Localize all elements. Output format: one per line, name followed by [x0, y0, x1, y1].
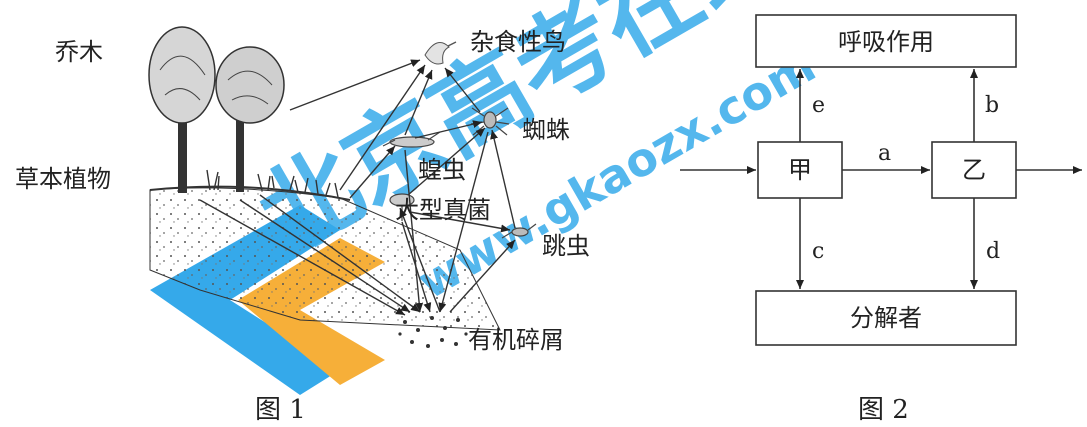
aphid-icon	[382, 131, 441, 148]
figure-2: 呼吸作用 甲 乙 分解者 a b c d e 图 2	[680, 14, 1082, 425]
label-springtail: 跳虫	[542, 232, 590, 260]
label-detritus: 有机碎屑	[468, 326, 564, 354]
arrow-label-a: a	[878, 141, 891, 166]
label-fungus: 大型真菌	[395, 196, 491, 224]
box-jia-label: 甲	[788, 156, 812, 184]
box-decomposer-label: 分解者	[850, 304, 922, 332]
box-yi	[931, 141, 1017, 199]
arrow-label-c: c	[812, 239, 824, 264]
box-respiration	[755, 14, 1017, 68]
figure1-caption: 图 1	[255, 395, 306, 425]
label-spider: 蜘蛛	[522, 116, 570, 144]
flow-arrows	[680, 69, 1082, 289]
box-respiration-label: 呼吸作用	[838, 28, 934, 56]
box-decomposer	[755, 290, 1017, 346]
tree-illustration	[148, 26, 285, 193]
label-herb: 草本植物	[15, 165, 111, 193]
label-aphid: 蝗虫	[418, 156, 466, 184]
springtail-icon	[501, 223, 537, 239]
detritus-dots	[398, 316, 468, 348]
bird-icon	[424, 41, 457, 65]
figure2-caption: 图 2	[858, 395, 909, 425]
arrow-label-b: b	[985, 93, 999, 118]
herb-illustration	[206, 169, 339, 198]
figure-1: 乔木 草本植物 杂食性鸟 蜘蛛 蝗虫 大型真菌 跳虫 有机碎屑 图 1	[15, 26, 590, 425]
food-web-arrows	[199, 59, 516, 316]
arrow-label-d: d	[986, 239, 1000, 264]
box-yi-label: 乙	[962, 156, 986, 184]
label-bird: 杂食性鸟	[470, 28, 566, 56]
label-tree: 乔木	[55, 38, 103, 66]
arrow-label-e: e	[812, 93, 825, 118]
box-jia	[757, 141, 843, 199]
